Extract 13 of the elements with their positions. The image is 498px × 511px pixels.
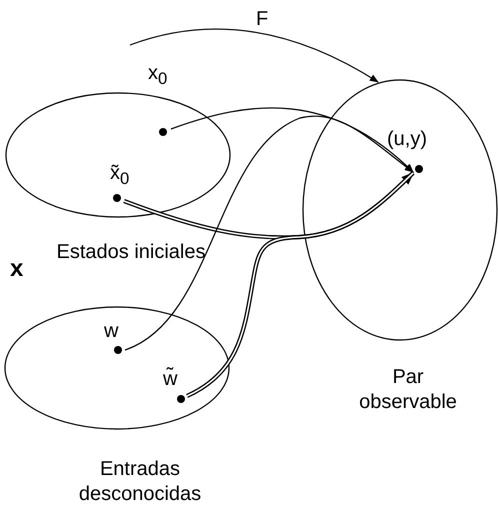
set-symbol: x [10, 258, 24, 280]
point-label: x̃$_{0}$ [110, 162, 130, 190]
arrow [170, 107, 414, 173]
arrow [124, 116, 414, 351]
point-label: w [104, 320, 118, 342]
double-arrow [186, 172, 414, 398]
point-label: w̃ [163, 368, 178, 390]
set-label: Estados iniciales [56, 240, 206, 265]
set-label: Entradas desconocidas [78, 457, 202, 507]
point-label: (u,y) [387, 128, 427, 150]
point-label: x$_{0}$ [148, 62, 168, 90]
arrow [130, 28, 379, 83]
set-label: Par observable [358, 365, 458, 415]
